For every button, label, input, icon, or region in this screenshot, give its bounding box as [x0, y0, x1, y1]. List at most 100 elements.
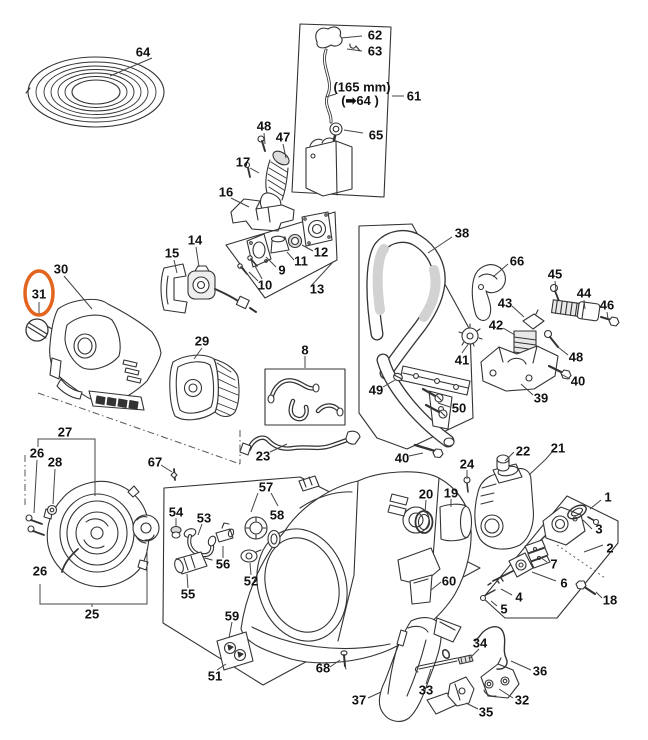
part-interlock-66	[471, 264, 506, 321]
part-label-1: 1	[604, 489, 612, 505]
part-label-30: 30	[53, 261, 69, 277]
part-label-28: 28	[47, 454, 63, 470]
part-sleeve-19	[439, 503, 473, 542]
group-box-13	[225, 211, 338, 299]
part-label-11: 11	[294, 253, 308, 269]
part-label-40: 40	[570, 373, 586, 389]
part-label-29: 29	[194, 333, 210, 349]
part-label-42: 42	[488, 317, 504, 333]
part-label-36: 36	[532, 663, 548, 679]
part-label-19: 19	[443, 485, 459, 501]
part-label-16: 16	[218, 184, 234, 200]
part-label-26: 26	[29, 445, 45, 461]
part-label-48: 48	[568, 349, 584, 365]
part-label-51: 51	[207, 668, 223, 684]
part-twist-cap-31	[25, 318, 53, 342]
part-screws-10	[237, 255, 258, 275]
part-spring-44	[550, 299, 601, 322]
part-label-64: 64	[135, 44, 151, 60]
part-oring	[441, 648, 451, 660]
part-label-25: 25	[84, 606, 100, 622]
part-label-43: 43	[497, 295, 513, 311]
part-pin-67	[170, 468, 178, 481]
part-label-37: 37	[351, 692, 367, 708]
part-label-46: 46	[599, 297, 615, 313]
part-label-23: 23	[255, 448, 271, 464]
part-label-9: 9	[278, 262, 286, 278]
part-label-8: 8	[301, 342, 309, 358]
part-knob-22	[496, 454, 510, 472]
part-grommet-65	[329, 122, 343, 136]
part-starter-rope-coil	[25, 56, 165, 128]
part-label-39: 39	[533, 390, 549, 406]
part-label-33: 33	[418, 682, 434, 698]
part-label-38: 38	[454, 225, 470, 241]
part-label-52: 52	[243, 573, 259, 589]
group-av-mount	[458, 283, 620, 392]
part-fuel-filter-cluster	[170, 516, 281, 575]
part-trigger-35	[447, 676, 475, 707]
part-label-2: 2	[606, 540, 614, 556]
highlight-ellipse-31	[23, 269, 55, 317]
part-bolt-40-mid	[413, 443, 444, 459]
part-carb-body-2	[536, 506, 586, 546]
part-label-165mm: (165 mm)	[333, 79, 391, 95]
part-spring-3	[567, 504, 600, 526]
part-filter-cover-30	[49, 298, 162, 411]
part-pawl-carrier	[132, 514, 160, 544]
group-throttle-linkage	[414, 626, 520, 707]
part-label-12: 12	[313, 244, 329, 260]
part-bolt-46	[600, 316, 620, 327]
part-label-7: 7	[550, 556, 558, 572]
part-label-67: 67	[147, 454, 163, 470]
part-flange-body	[301, 211, 333, 247]
part-ignition-module	[305, 137, 353, 197]
part-label-54: 54	[168, 504, 184, 520]
part-label-41: 41	[454, 352, 470, 368]
part-screw-68	[340, 650, 348, 670]
part-grommet-52	[240, 549, 258, 563]
part-bolt-18	[575, 580, 597, 596]
part-label-20: 20	[418, 486, 434, 502]
part-label-17: 17	[235, 154, 251, 170]
leader-lines	[33, 35, 609, 710]
part-clip-63	[349, 43, 361, 52]
part-label-55: 55	[180, 586, 196, 602]
part-label-6: 6	[560, 575, 568, 591]
group-box-61	[291, 23, 392, 198]
part-label-48: 48	[256, 118, 272, 134]
part-hose-kit	[267, 378, 344, 422]
part-diaphragms-7	[524, 539, 551, 569]
part-label-32: 32	[514, 692, 530, 708]
part-label-61: 61	[406, 88, 422, 104]
part-label-24: 24	[459, 456, 475, 472]
phantom-lines	[24, 392, 241, 505]
group-starter-25	[25, 480, 160, 588]
part-air-filter-29	[169, 354, 240, 421]
part-label-47: 47	[275, 129, 291, 145]
part-label-21: 21	[550, 440, 566, 456]
part-label-45: 45	[547, 266, 563, 282]
part-handlebar-38	[366, 230, 455, 448]
part-pump-6	[508, 552, 534, 578]
part-ring-20	[414, 510, 434, 534]
part-washer-58	[267, 529, 281, 549]
part-bracket-39	[480, 345, 559, 392]
part-bolt-40-right	[547, 364, 572, 380]
part-label-49: 49	[368, 382, 384, 398]
bracket-21	[528, 451, 553, 476]
part-label-65: 65	[368, 127, 384, 143]
part-label-57: 57	[258, 479, 274, 495]
part-label-22: 22	[515, 443, 531, 459]
group-box-51	[162, 471, 481, 686]
part-label-31: 31	[31, 286, 47, 302]
part-label-18: 18	[602, 592, 618, 608]
part-deflector-60	[397, 547, 441, 605]
part-label-35: 35	[478, 704, 494, 720]
part-handle-37	[378, 617, 462, 722]
part-label-34: 34	[472, 635, 488, 651]
part-label-58: 58	[269, 507, 285, 523]
bracket-25	[39, 549, 148, 607]
